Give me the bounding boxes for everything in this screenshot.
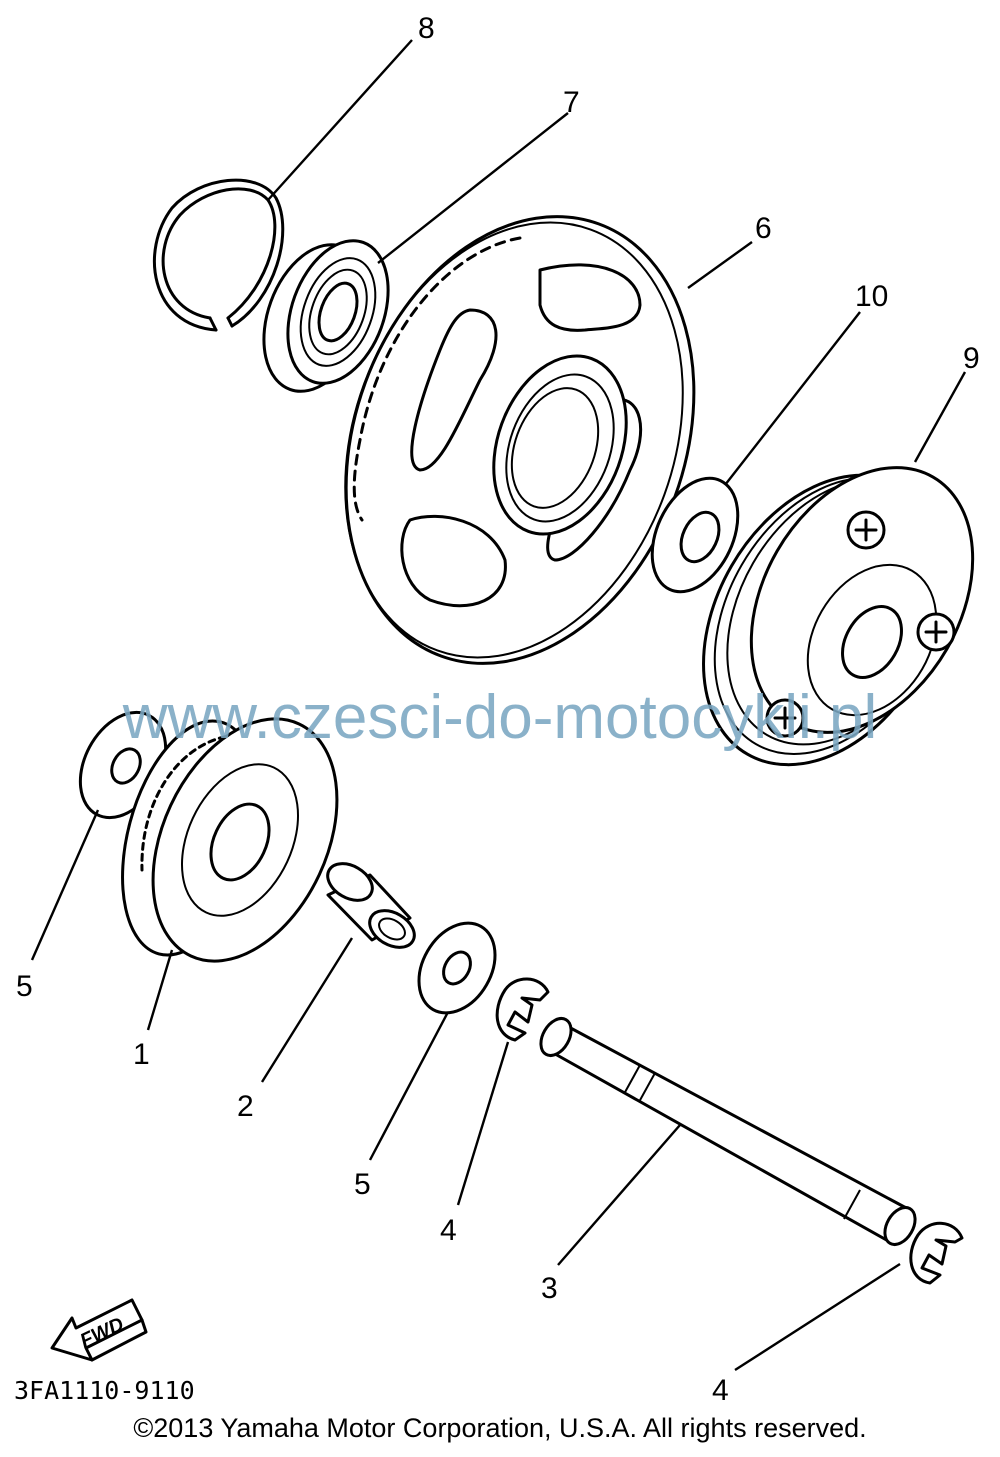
part-3-shaft xyxy=(539,1017,917,1246)
callout-7: 7 xyxy=(563,86,580,119)
callout-9: 9 xyxy=(963,342,980,375)
part-4-eclip-lower xyxy=(909,1221,964,1285)
copyright-notice: ©2013 Yamaha Motor Corporation, U.S.A. A… xyxy=(133,1413,867,1443)
callout-3: 3 xyxy=(541,1272,558,1305)
part-8-circlip xyxy=(152,178,285,332)
callout-numbers: 8 7 6 10 9 5 1 2 5 4 3 4 xyxy=(16,12,980,1407)
callout-6: 6 xyxy=(755,212,772,245)
callout-4-upper: 4 xyxy=(440,1214,457,1247)
part-5-washer-lower xyxy=(417,921,497,1015)
callout-4-lower: 4 xyxy=(712,1374,729,1407)
part-6-wheel-gear xyxy=(344,215,696,665)
part-9-starter-clutch xyxy=(702,466,975,767)
callout-2: 2 xyxy=(237,1090,254,1123)
callout-5-lower: 5 xyxy=(354,1168,371,1201)
part-2-needle-bearing xyxy=(326,862,416,949)
part-4-eclip-upper xyxy=(495,977,550,1042)
callout-8: 8 xyxy=(418,12,435,45)
callout-5-upper: 5 xyxy=(16,970,33,1003)
callout-10: 10 xyxy=(855,280,888,313)
callout-1: 1 xyxy=(133,1038,150,1071)
part-10-washer xyxy=(650,476,740,594)
fwd-arrow: FWD xyxy=(50,1298,148,1362)
part-7-bearing xyxy=(262,239,390,393)
diagram-code: 3FA1110-9110 xyxy=(14,1376,195,1405)
leader-lines xyxy=(30,39,967,1372)
part-1-idle-gear xyxy=(121,717,339,963)
